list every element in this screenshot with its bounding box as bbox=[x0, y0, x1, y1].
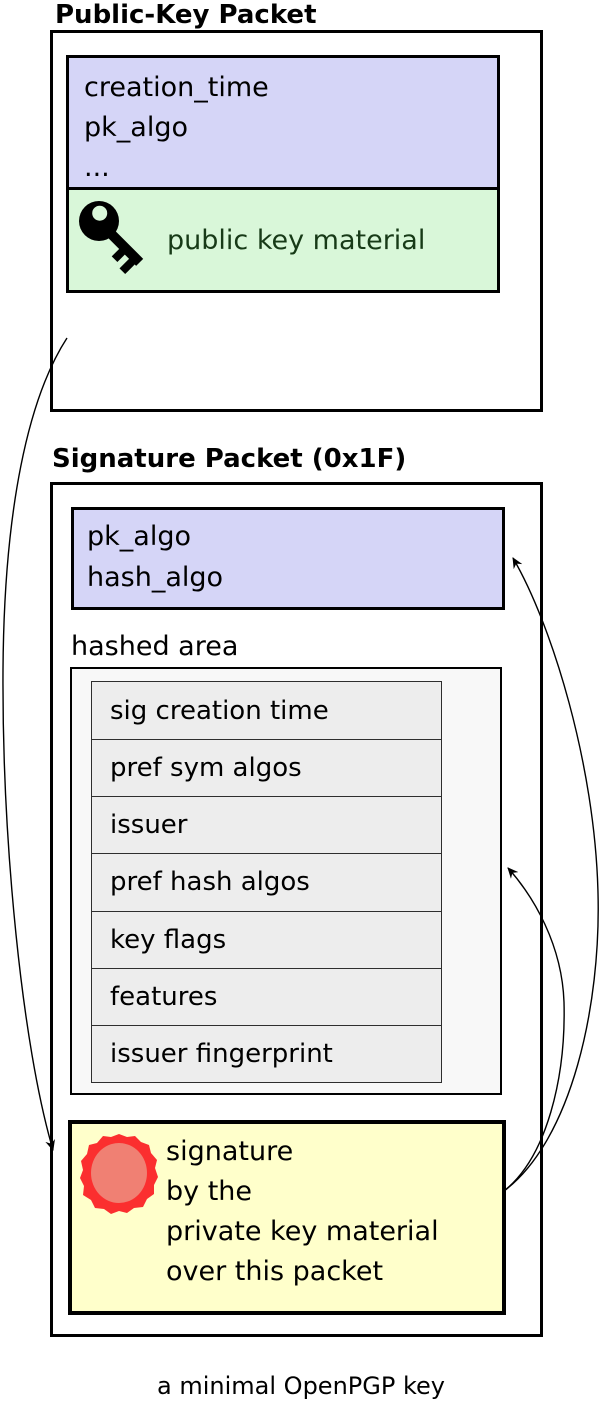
signature-header-fields: pk_algo hash_algo bbox=[71, 507, 505, 610]
signature-packet-title: Signature Packet (0x1F) bbox=[52, 444, 407, 474]
key-icon bbox=[79, 201, 144, 275]
public-key-material-section: public key material bbox=[69, 190, 497, 290]
public-key-material-label: public key material bbox=[167, 224, 426, 256]
subpacket-row: issuer bbox=[92, 796, 441, 853]
signature-description: signature by the private key material ov… bbox=[166, 1132, 439, 1292]
hashed-area-label: hashed area bbox=[71, 631, 239, 662]
public-key-fields-box: creation_time pk_algo ... public key mat… bbox=[66, 55, 500, 293]
public-key-packet-title: Public-Key Packet bbox=[55, 0, 317, 30]
public-key-packet-box: creation_time pk_algo ... public key mat… bbox=[50, 30, 543, 412]
field-pk-algo: pk_algo bbox=[84, 112, 188, 143]
signature-line: private key material bbox=[166, 1216, 439, 1247]
subpacket-row: pref hash algos bbox=[92, 853, 441, 910]
public-key-header-fields: creation_time pk_algo ... bbox=[69, 58, 497, 190]
field-ellipsis: ... bbox=[84, 152, 110, 183]
field-hash-algo: hash_algo bbox=[87, 562, 224, 593]
field-creation-time: creation_time bbox=[84, 72, 269, 103]
signature-packet-box: pk_algo hash_algo hashed area sig creati… bbox=[50, 482, 543, 1337]
signature-line: over this packet bbox=[166, 1256, 384, 1287]
subpacket-row: issuer fingerprint bbox=[92, 1024, 441, 1082]
subpacket-row: sig creation time bbox=[110, 695, 329, 726]
diagram-caption: a minimal OpenPGP key bbox=[157, 1372, 445, 1400]
subpacket-row: key flags bbox=[92, 910, 441, 968]
hashed-area-box: sig creation time pref sym algos issuer … bbox=[70, 667, 502, 1095]
signature-line: signature bbox=[166, 1136, 294, 1167]
signature-value-box: signature by the private key material ov… bbox=[68, 1120, 506, 1315]
subpacket-row: pref sym algos bbox=[92, 739, 441, 796]
subpacket-table: sig creation time pref sym algos issuer … bbox=[91, 681, 442, 1083]
subpacket-row: features bbox=[92, 967, 441, 1025]
signature-line: by the bbox=[166, 1176, 253, 1207]
wax-seal-icon bbox=[80, 1134, 158, 1214]
field-pk-algo: pk_algo bbox=[87, 521, 191, 552]
